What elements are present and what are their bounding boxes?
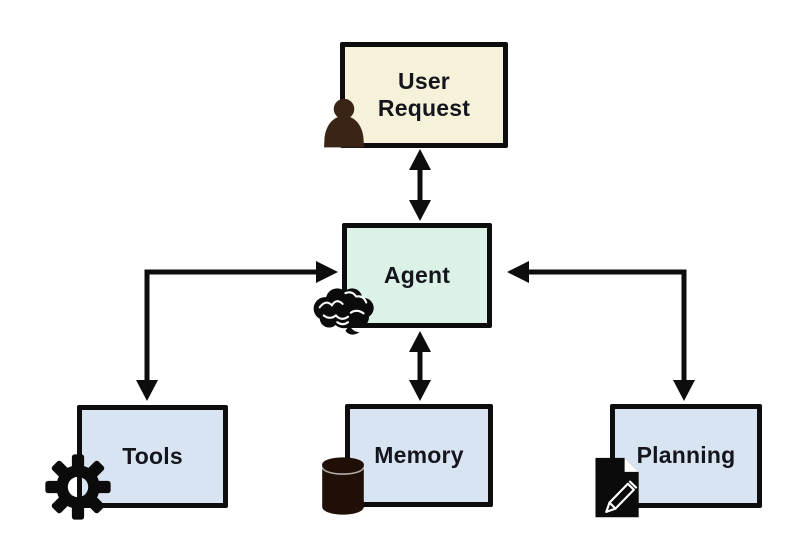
- gear-icon: [44, 452, 112, 522]
- node-user-request: User Request: [340, 42, 508, 148]
- node-memory-label: Memory: [374, 441, 464, 468]
- node-memory: Memory: [345, 404, 493, 507]
- node-user-request-label: User Request: [377, 67, 471, 121]
- brain-icon: [309, 283, 379, 337]
- edge-user-request-agent: [409, 149, 431, 221]
- edge-agent-planning: [507, 261, 695, 401]
- edge-agent-memory: [409, 331, 431, 401]
- person-icon: [317, 95, 371, 150]
- database-icon: [317, 454, 369, 518]
- node-tools-label: Tools: [122, 442, 183, 469]
- node-agent-label: Agent: [383, 261, 451, 288]
- document-pencil-icon: [589, 453, 643, 521]
- edge-agent-tools: [136, 261, 338, 401]
- node-planning-label: Planning: [636, 442, 736, 469]
